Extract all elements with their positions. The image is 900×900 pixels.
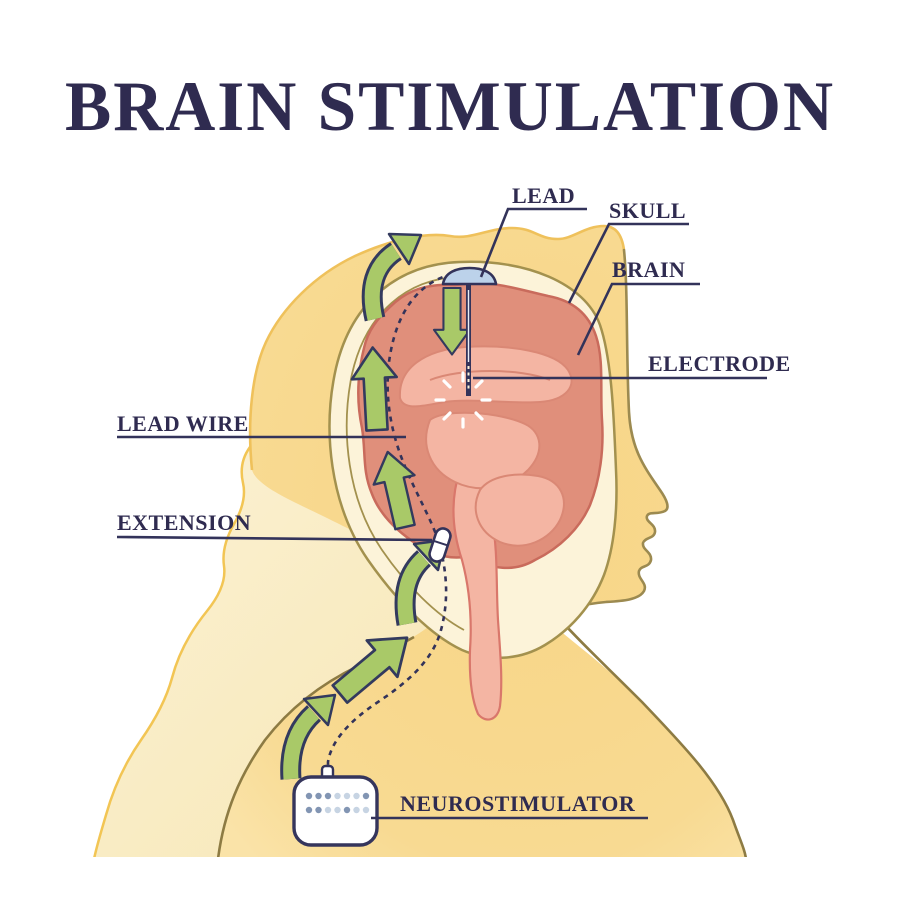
label-brain: BRAIN [612,257,685,282]
leader-line-skull [567,222,689,304]
label-skull: SKULL [609,198,686,223]
lead-wire-path [326,272,453,774]
cerebellum-shape [474,473,565,547]
label-extension: EXTENSION [117,510,251,535]
neurostimulator-device [292,764,379,847]
page-title: BRAIN STIMULATION [65,68,835,146]
device-indicator-dots [305,792,370,814]
face-profile-outline [544,248,669,621]
leader-lines [116,207,767,820]
leader-line-brain [576,282,700,356]
label-electrode: ELECTRODE [648,351,791,376]
flow-arrow-top-icon [361,232,423,322]
extension-connector [428,527,452,563]
corpus-callosum-shape [398,345,573,408]
front-neck-outline [556,615,747,857]
label-lead-wire: LEAD WIRE [117,411,249,436]
leader-line-lead [479,207,587,278]
stimulation-flow-arrows [280,232,472,780]
head-back-edge [248,224,626,471]
brain-inner-structures [398,345,573,547]
electrode-starburst-icon [434,371,492,429]
flow-arrow-lower-icon [280,693,337,780]
labels: LEAD SKULL BRAIN ELECTRODE LEAD WIRE EXT… [117,183,791,816]
label-neurostimulator: NEUROSTIMULATOR [400,791,636,816]
leader-line-extension [116,535,433,542]
label-lead: LEAD [512,183,575,208]
